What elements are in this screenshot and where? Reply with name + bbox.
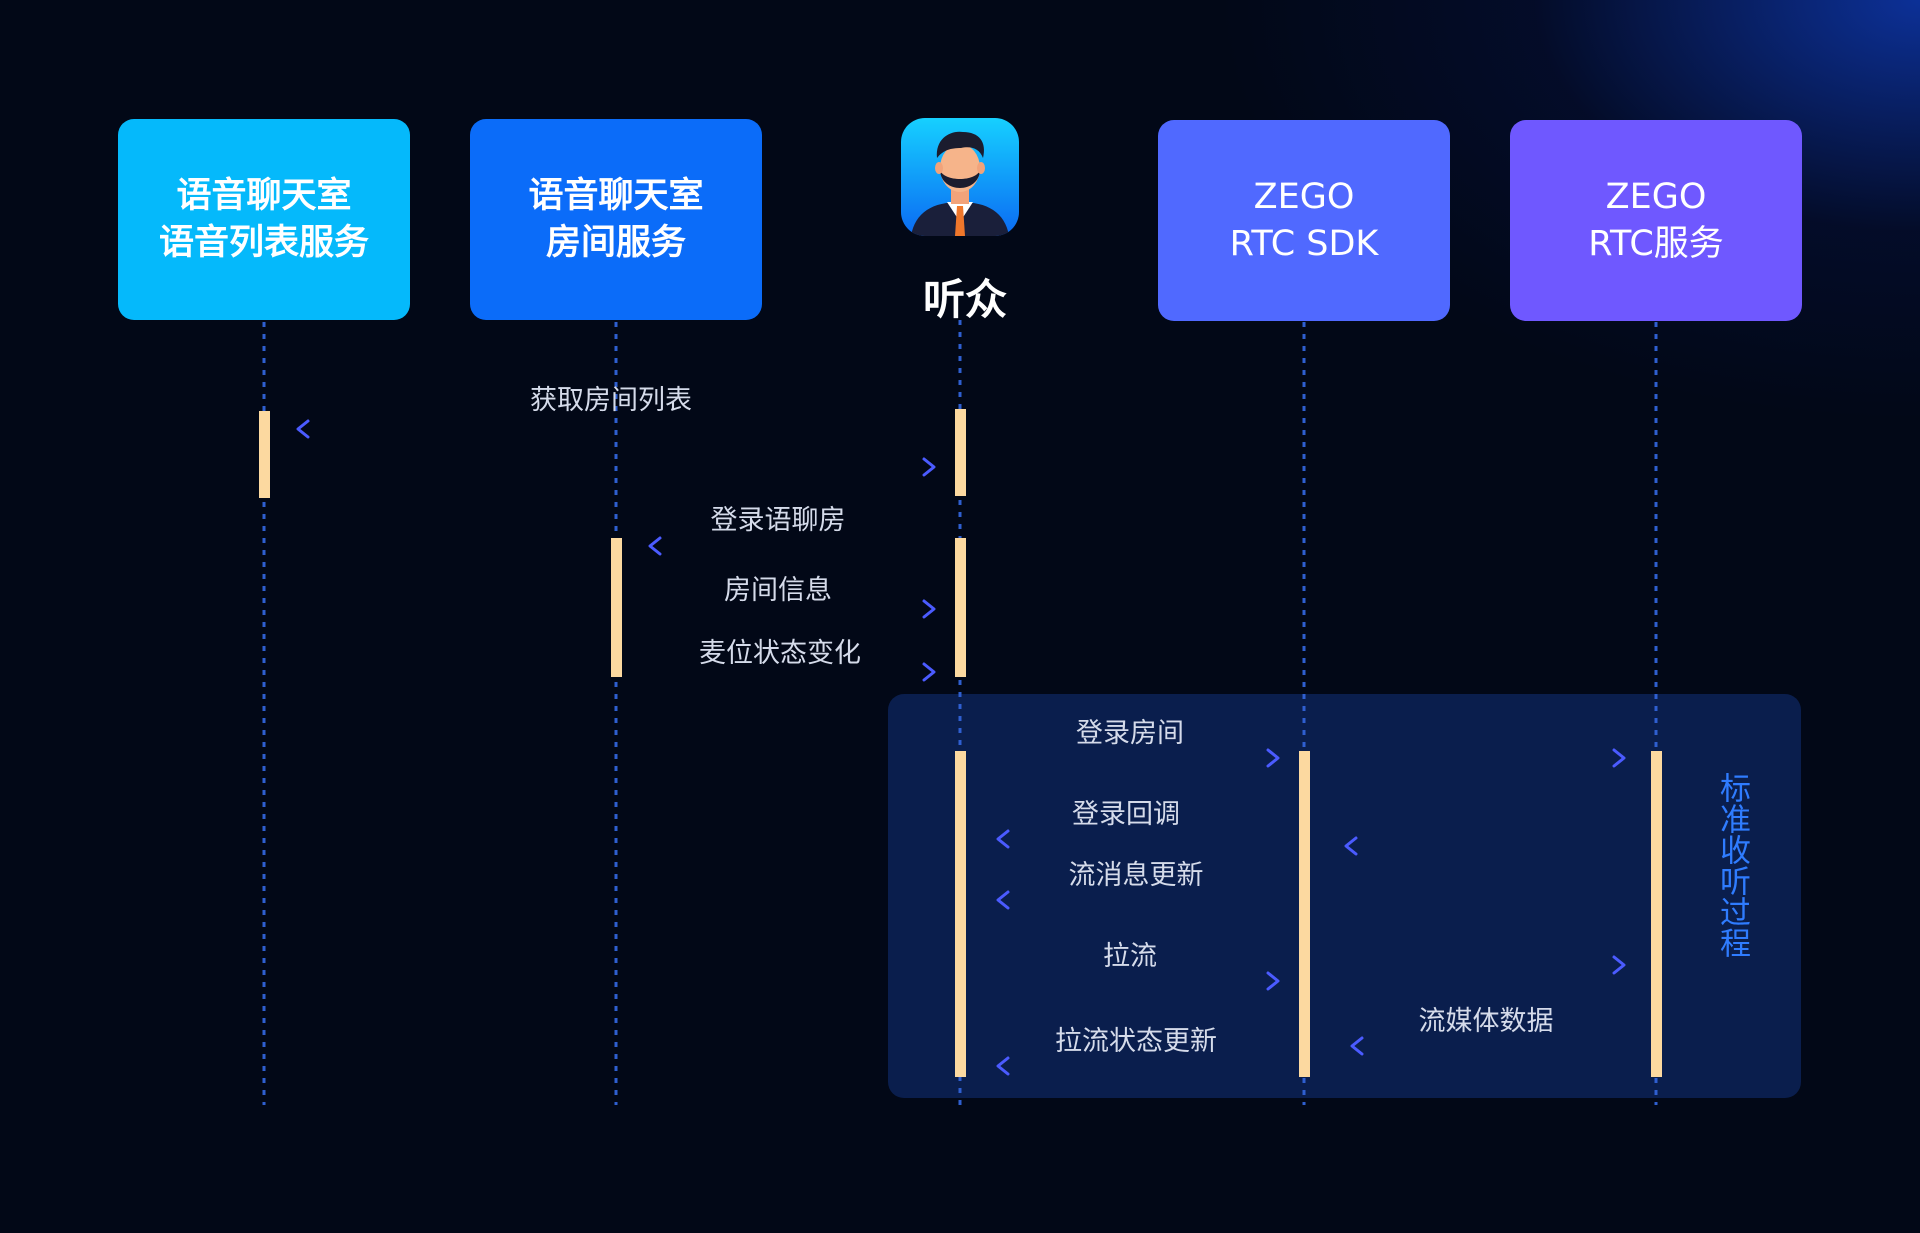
arrow-login-room <box>994 748 1280 768</box>
arrow-pull-stream-forward <box>1342 955 1626 975</box>
message-stream-media-data: 流媒体数据 <box>1418 1006 1554 1037</box>
activation-bar <box>955 751 966 1077</box>
participant-zego-rtc-service: ZEGO RTC服务 <box>1510 120 1802 321</box>
message-pull-stream-state-update: 拉流状态更新 <box>1055 1026 1217 1057</box>
message-login-callback: 登录回调 <box>1072 799 1180 830</box>
arrow-stream-message-update <box>996 890 1272 910</box>
panel-label-standard-listening: 标准收听过程 <box>1714 772 1750 958</box>
participant-label-line1: 语音聊天室 <box>176 175 352 216</box>
activation-bar <box>955 409 966 496</box>
participant-label-line2: 房间服务 <box>545 222 686 263</box>
standard-listening-panel <box>888 694 1801 1098</box>
arrow-pull-stream <box>994 971 1280 991</box>
arrow-room-info <box>648 599 936 619</box>
arrow-login-callback <box>996 829 1272 849</box>
activation-bars <box>259 409 1662 1077</box>
participant-zego-rtc-sdk: ZEGO RTC SDK <box>1158 120 1450 321</box>
participant-label-line2: 语音列表服务 <box>158 222 369 263</box>
message-mic-state-change: 麦位状态变化 <box>699 638 861 669</box>
activation-bar <box>1299 751 1310 1077</box>
message-pull-stream: 拉流 <box>1103 941 1157 972</box>
audience-avatar-icon <box>901 118 1019 236</box>
arrow-pull-stream-state-update <box>996 1056 1272 1076</box>
activation-bar <box>611 538 622 677</box>
participant-label-line2: RTC服务 <box>1588 223 1724 264</box>
arrow-get-room-list <box>296 419 932 439</box>
message-login-room: 登录房间 <box>1076 718 1184 749</box>
message-get-room-list: 获取房间列表 <box>530 385 692 416</box>
message-room-info: 房间信息 <box>724 575 832 606</box>
participant-room-service: 语音聊天室 房间服务 <box>470 119 762 320</box>
arrow-login-voice-room <box>648 536 926 556</box>
participant-label-line1: 语音聊天室 <box>528 175 704 216</box>
arrow-mic-state-change <box>648 662 936 682</box>
activation-bar <box>259 411 270 498</box>
participant-label-line1: ZEGO <box>1605 176 1707 217</box>
participant-voice-list-service: 语音聊天室 语音列表服务 <box>118 119 410 320</box>
arrow-stream-media-data <box>1350 1036 1624 1056</box>
arrow-login-callback-service <box>1344 836 1620 856</box>
participant-label-line1: ZEGO <box>1253 176 1355 217</box>
activation-bar <box>1651 751 1662 1077</box>
activation-bar <box>955 538 966 677</box>
audience-label: 听众 <box>922 275 1007 324</box>
message-stream-message-update: 流消息更新 <box>1068 860 1204 891</box>
arrow-login-room-forward <box>1342 748 1626 768</box>
arrow-room-list-return <box>294 457 936 477</box>
message-login-voice-room: 登录语聊房 <box>710 505 846 536</box>
participant-label-line2: RTC SDK <box>1229 223 1379 264</box>
